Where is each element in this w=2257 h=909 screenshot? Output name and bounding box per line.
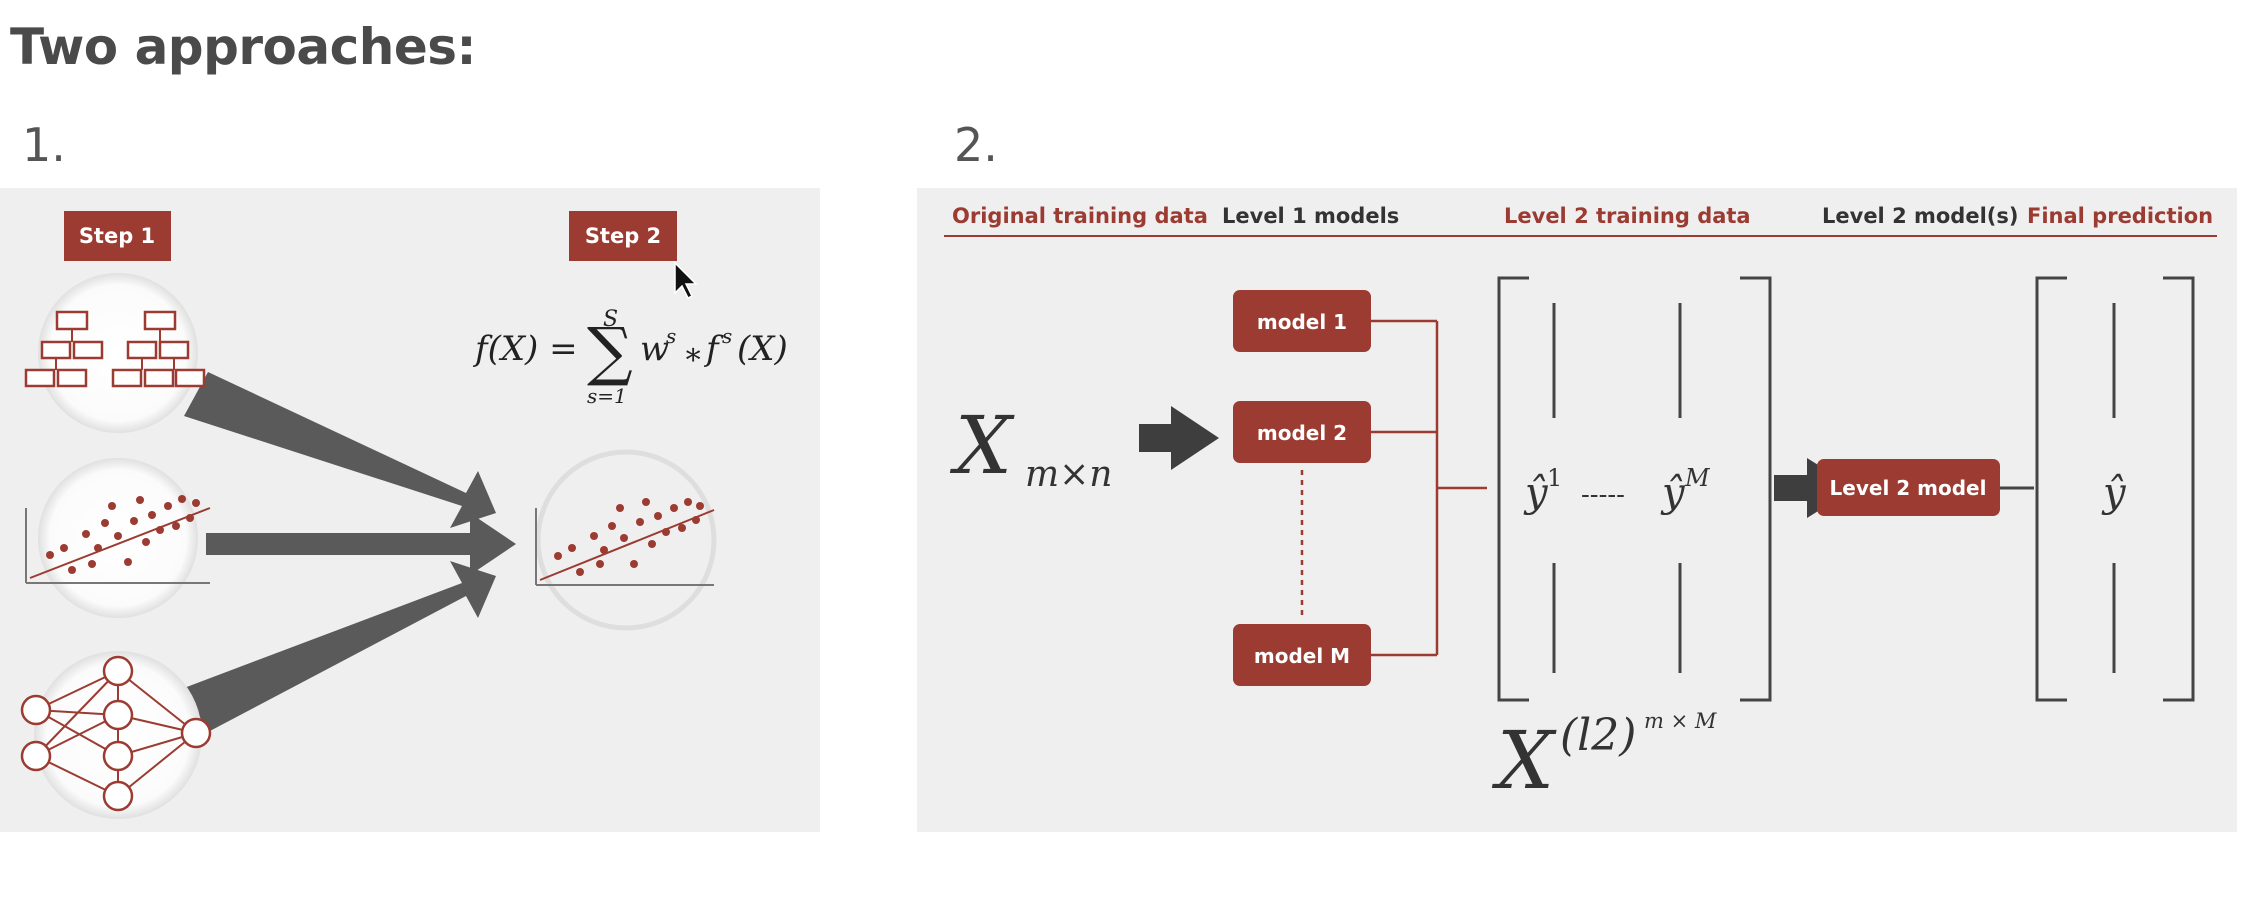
- svg-text:Step 2: Step 2: [585, 224, 661, 248]
- svg-text:s=1: s=1: [587, 384, 627, 408]
- svg-text:Step 1: Step 1: [79, 224, 155, 248]
- final-prediction-brackets: [2035, 276, 2195, 702]
- model-m-box: model M: [1233, 624, 1371, 686]
- svg-text:-----: -----: [1581, 480, 1625, 510]
- header-level-1-models: Level 1 models: [1222, 204, 1399, 228]
- page-heading: Two approaches:: [10, 18, 477, 76]
- neural-network-icon: [20, 651, 212, 819]
- svg-text:(l2): (l2): [1560, 710, 1636, 761]
- svg-text:ŷ: ŷ: [1523, 470, 1549, 516]
- final-prediction-symbol: ŷ: [2101, 470, 2127, 516]
- svg-text:w: w: [640, 329, 669, 369]
- arrow-tree-to-ensemble: [184, 372, 496, 528]
- svg-text:ŷ: ŷ: [1660, 470, 1686, 516]
- level-2-matrix-entries: ŷ 1 ----- ŷ M: [1523, 464, 1711, 516]
- svg-text:(X): (X): [737, 329, 788, 369]
- model-2-box: model 2: [1233, 401, 1371, 463]
- weighted-sum-formula: f(X) = ∑ S s=1 w s ∗ f s (X): [472, 307, 788, 408]
- model-1-box: model 1: [1233, 290, 1371, 352]
- regression-icon: [25, 458, 211, 618]
- svg-text:Level 2 model: Level 2 model: [1830, 476, 1987, 500]
- step-1-label: Step 1: [64, 211, 171, 261]
- arrow-data-to-level-2-model: [1774, 458, 1855, 518]
- input-matrix-symbol: X m×n: [949, 399, 1113, 495]
- svg-text:X: X: [1491, 714, 1557, 807]
- decision-trees-icon: [24, 273, 206, 433]
- arrow-input-to-models: [1139, 406, 1219, 470]
- svg-text:S: S: [603, 307, 618, 332]
- header-final-prediction: Final prediction: [2027, 204, 2213, 228]
- arrow-regression-to-ensemble: [206, 513, 516, 575]
- svg-text:f: f: [703, 329, 724, 369]
- models-connector: [1371, 319, 1487, 657]
- svg-text:s: s: [666, 324, 676, 348]
- arrow-network-to-ensemble: [184, 561, 496, 732]
- svg-text:∗: ∗: [683, 337, 703, 372]
- header-level-2-training-data: Level 2 training data: [1504, 204, 1751, 228]
- ensemble-result-icon: [535, 449, 717, 631]
- mouse-cursor-icon: [674, 261, 698, 300]
- level-2-matrix-brackets: [1497, 276, 1772, 702]
- svg-text:model 2: model 2: [1257, 421, 1347, 445]
- svg-text:s: s: [722, 324, 732, 348]
- header-original-training-data: Original training data: [952, 204, 1208, 228]
- approach-1-number: 1.: [22, 118, 66, 172]
- svg-text:∑: ∑: [587, 315, 633, 389]
- header-level-2-models: Level 2 model(s): [1822, 204, 2018, 228]
- svg-text:m×n: m×n: [1025, 454, 1113, 495]
- approach-2-panel: Original training data Level 1 models Le…: [917, 188, 2237, 832]
- stacking-diagram: Original training data Level 1 models Le…: [944, 204, 2217, 807]
- svg-text:model 1: model 1: [1257, 310, 1347, 334]
- level-2-data-symbol: X (l2) m × M: [1491, 709, 1717, 807]
- approach-2-number: 2.: [954, 118, 998, 172]
- step-2-label: Step 2: [569, 211, 677, 261]
- svg-text:X: X: [949, 399, 1015, 492]
- svg-text:model M: model M: [1254, 644, 1350, 668]
- approach-1-diagram: Step 1 Step 2 f(X) = ∑ S s=1 w s ∗ f s (…: [20, 211, 788, 819]
- svg-text:f(X) =: f(X) =: [472, 329, 578, 369]
- svg-text:m × M: m × M: [1644, 709, 1717, 733]
- level-2-model-box: Level 2 model: [1817, 459, 2000, 516]
- svg-text:M: M: [1684, 464, 1711, 492]
- approach-1-panel: Step 1 Step 2 f(X) = ∑ S s=1 w s ∗ f s (…: [0, 188, 820, 832]
- svg-text:1: 1: [1547, 464, 1562, 492]
